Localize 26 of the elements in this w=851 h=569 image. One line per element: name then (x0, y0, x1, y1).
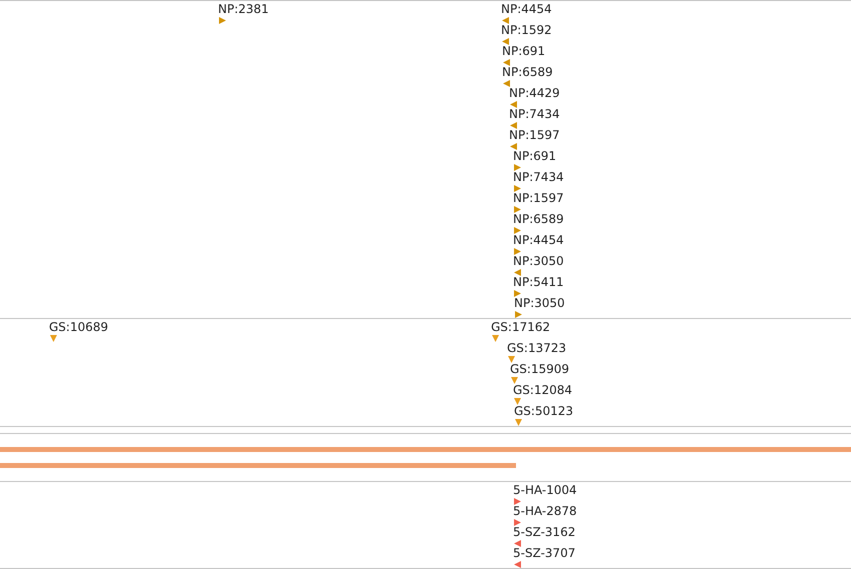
feature-label: GS:17162 (491, 320, 550, 334)
feature-label: NP:691 (513, 149, 556, 163)
feature-label: NP:7434 (509, 107, 560, 121)
feature-label: NP:3050 (513, 254, 564, 268)
feature-label: NP:3050 (514, 296, 565, 310)
feature-label: NP:1597 (509, 128, 560, 142)
feature-label: GS:12084 (513, 383, 572, 397)
feature-label: GS:10689 (49, 320, 108, 334)
feature-label: 5-HA-2878 (513, 504, 577, 518)
feature-label: NP:5411 (513, 275, 564, 289)
feature-label: 5-SZ-3162 (513, 525, 576, 539)
feature-label: GS:15909 (510, 362, 570, 376)
feature-label: 5-SZ-3707 (513, 546, 576, 560)
feature-label: NP:6589 (513, 212, 564, 226)
feature-label: NP:4454 (501, 2, 552, 16)
feature-label: GS:13723 (507, 341, 566, 355)
feature-label: NP:7434 (513, 170, 564, 184)
feature-label: NP:4429 (509, 86, 560, 100)
feature-label: GS:50123 (514, 404, 574, 418)
feature-label: NP:1597 (513, 191, 564, 205)
feature-label: NP:4454 (513, 233, 564, 247)
feature-label: 5-HA-1004 (513, 483, 577, 497)
feature-label: NP:1592 (501, 23, 552, 37)
feature-label: NP:691 (502, 44, 546, 58)
feature-label: NP:2381 (218, 2, 269, 16)
feature-label: NP:6589 (502, 65, 553, 79)
